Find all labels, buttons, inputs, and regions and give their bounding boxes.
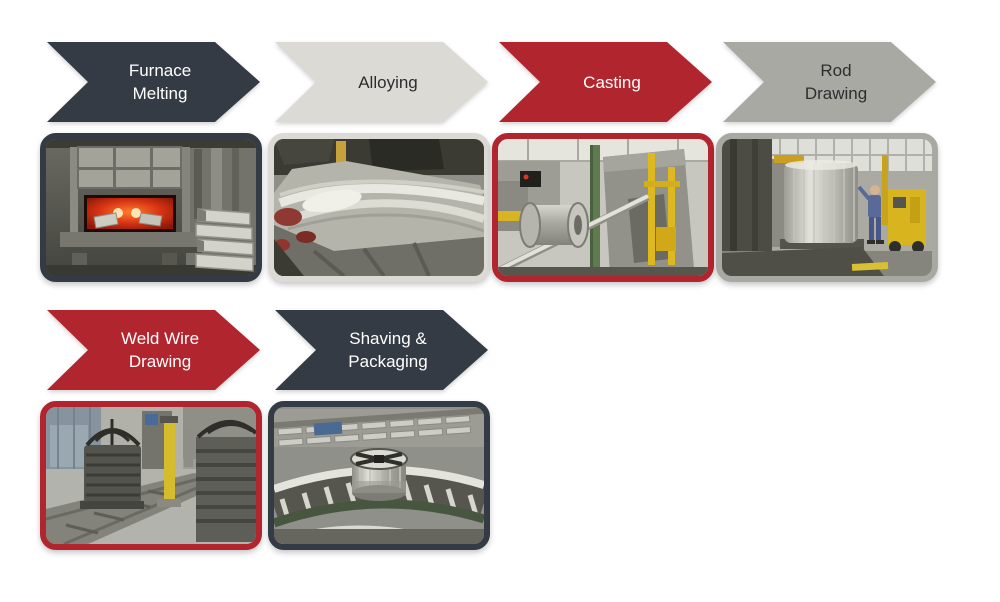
chevron-arrow-icon (47, 310, 260, 390)
alloying-photo (268, 133, 490, 282)
shaving-packaging-photo (268, 401, 490, 550)
rod-drawing-photo (716, 133, 938, 282)
arrow-label: Rod Drawing (716, 42, 938, 122)
arrow-label-line1: Weld Wire (120, 329, 200, 348)
chevron-arrow-icon (499, 42, 712, 122)
arrow-label-line2: Drawing (804, 84, 868, 103)
step-casting: Casting (492, 42, 714, 282)
arrow-label-line2: Drawing (128, 352, 192, 371)
arrow-label-line2: Melting (132, 84, 188, 103)
arrow-label: Furnace Melting (40, 42, 262, 122)
chevron-arrow-icon (47, 42, 260, 122)
arrow-label: Alloying (268, 42, 490, 122)
chevron-arrow-icon (275, 42, 488, 122)
step-weld-wire-drawing: Weld Wire Drawing (40, 310, 262, 550)
alloying-arrow: Alloying (268, 42, 490, 122)
rod-drawing-arrow: Rod Drawing (716, 42, 938, 122)
arrow-label-line1: Alloying (358, 72, 418, 92)
arrow-label-line1: Casting (583, 72, 641, 92)
shaving-packaging-arrow: Shaving & Packaging (268, 310, 490, 390)
weld-wire-drawing-arrow: Weld Wire Drawing (40, 310, 262, 390)
arrow-label: Casting (492, 42, 714, 122)
arrow-label-line1: Shaving & (349, 329, 427, 348)
chevron-arrow-icon (275, 310, 488, 390)
arrow-label-line2: Packaging (348, 352, 428, 371)
arrow-label-line1: Rod (820, 61, 852, 80)
arrow-label-line1: Furnace (128, 61, 192, 80)
arrow-label: Weld Wire Drawing (40, 310, 262, 390)
arrow-label: Shaving & Packaging (268, 310, 490, 390)
chevron-arrow-icon (723, 42, 936, 122)
casting-arrow: Casting (492, 42, 714, 122)
step-rod-drawing: Rod Drawing (716, 42, 938, 282)
furnace-melting-photo (40, 133, 262, 282)
step-alloying: Alloying (268, 42, 490, 282)
casting-photo (492, 133, 714, 282)
furnace-melting-arrow: Furnace Melting (40, 42, 262, 122)
step-shaving-packaging: Shaving & Packaging (268, 310, 490, 550)
weld-wire-drawing-photo (40, 401, 262, 550)
step-furnace-melting: Furnace Melting (40, 42, 262, 282)
